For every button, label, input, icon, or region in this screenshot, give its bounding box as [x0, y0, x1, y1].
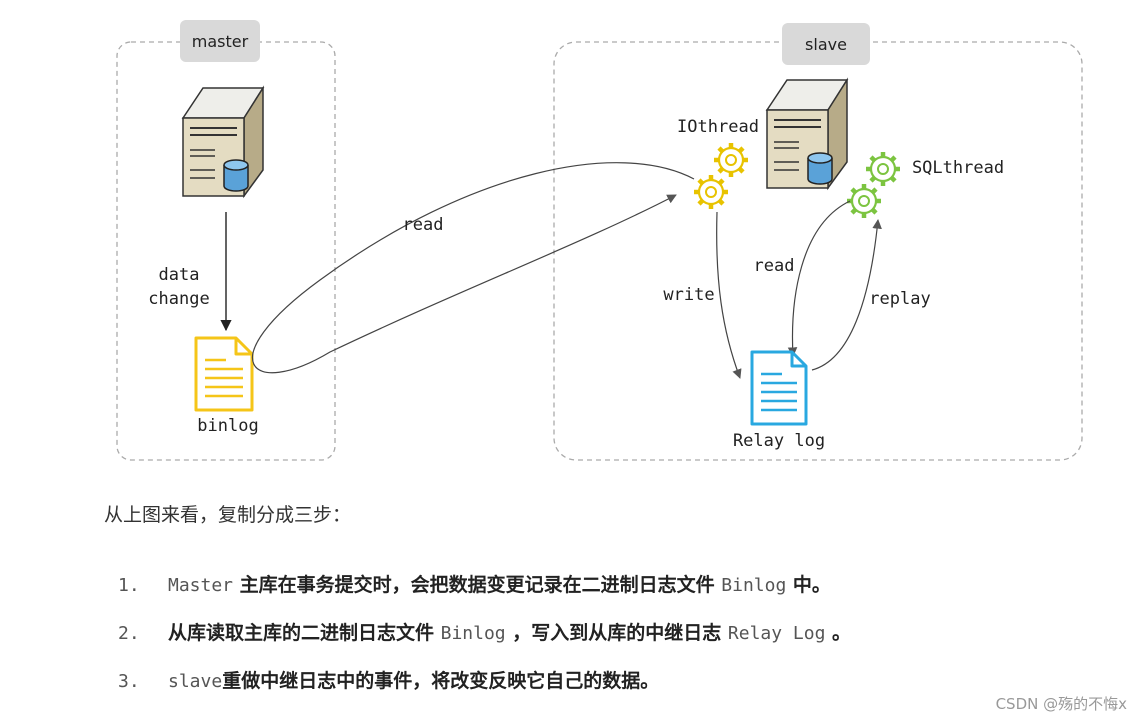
sqlthread-label: SQLthread: [912, 158, 1004, 178]
read-label-master: read: [403, 215, 444, 235]
data-change-label-1: data: [159, 265, 200, 285]
slave-label-bg: [782, 23, 870, 65]
master-server-icon: [181, 85, 265, 199]
iothread-label: IOthread: [677, 117, 759, 137]
relay-log-file-icon: [750, 350, 808, 426]
read-relay-arrow: [787, 200, 851, 357]
slave-server-icon: [765, 77, 849, 191]
master-label-bg: [180, 20, 260, 62]
step-text: 。: [825, 622, 852, 644]
replication-diagram: master slave data change: [116, 20, 1083, 461]
step-code: Binlog: [440, 623, 506, 644]
replay-label: replay: [869, 289, 930, 309]
step-code: slave: [168, 671, 223, 692]
sqlthread-gear-icon: [847, 152, 900, 218]
read-loop-arrow: [252, 162, 695, 374]
binlog-file-icon: [194, 336, 254, 412]
step-number: 2.: [118, 623, 140, 644]
step-text: 从库读取主库的二进制日志文件: [168, 622, 441, 644]
step-3: 3. slave重做中继日志中的事件，将改变反映它自己的数据。: [118, 666, 659, 693]
intro-text: 从上图来看，复制分成三步：: [104, 504, 352, 526]
step-number: 1.: [118, 575, 140, 596]
slave-label: slave: [805, 35, 847, 54]
binlog-label: binlog: [197, 416, 258, 436]
read-label-slave: read: [754, 256, 795, 276]
step-text: 主库在事务提交时，会把数据变更记录在二进制日志文件: [233, 574, 722, 596]
step-code: Master: [168, 575, 234, 596]
step-code: Binlog: [721, 575, 787, 596]
relay-log-label: Relay log: [733, 431, 825, 451]
step-code: Relay Log: [727, 623, 826, 644]
step-number: 3.: [118, 671, 140, 692]
step-2: 2. 从库读取主库的二进制日志文件 Binlog ，写入到从库的中继日志 Rela…: [118, 618, 851, 645]
step-text: 重做中继日志中的事件，将改变反映它自己的数据。: [222, 670, 660, 692]
slave-box: [553, 41, 1083, 461]
write-label: write: [663, 285, 714, 305]
watermark: CSDN @殇的不悔x: [995, 695, 1127, 713]
iothread-gear-icon: [694, 143, 748, 209]
write-arrow: [716, 211, 742, 379]
step-text: ，写入到从库的中继日志: [505, 622, 728, 644]
replay-arrow: [811, 219, 882, 371]
step-1: 1. Master 主库在事务提交时，会把数据变更记录在二进制日志文件 Binlo…: [118, 570, 831, 597]
step-text: 中。: [786, 574, 831, 596]
master-label: master: [192, 32, 249, 51]
data-change-label-2: change: [148, 289, 209, 309]
